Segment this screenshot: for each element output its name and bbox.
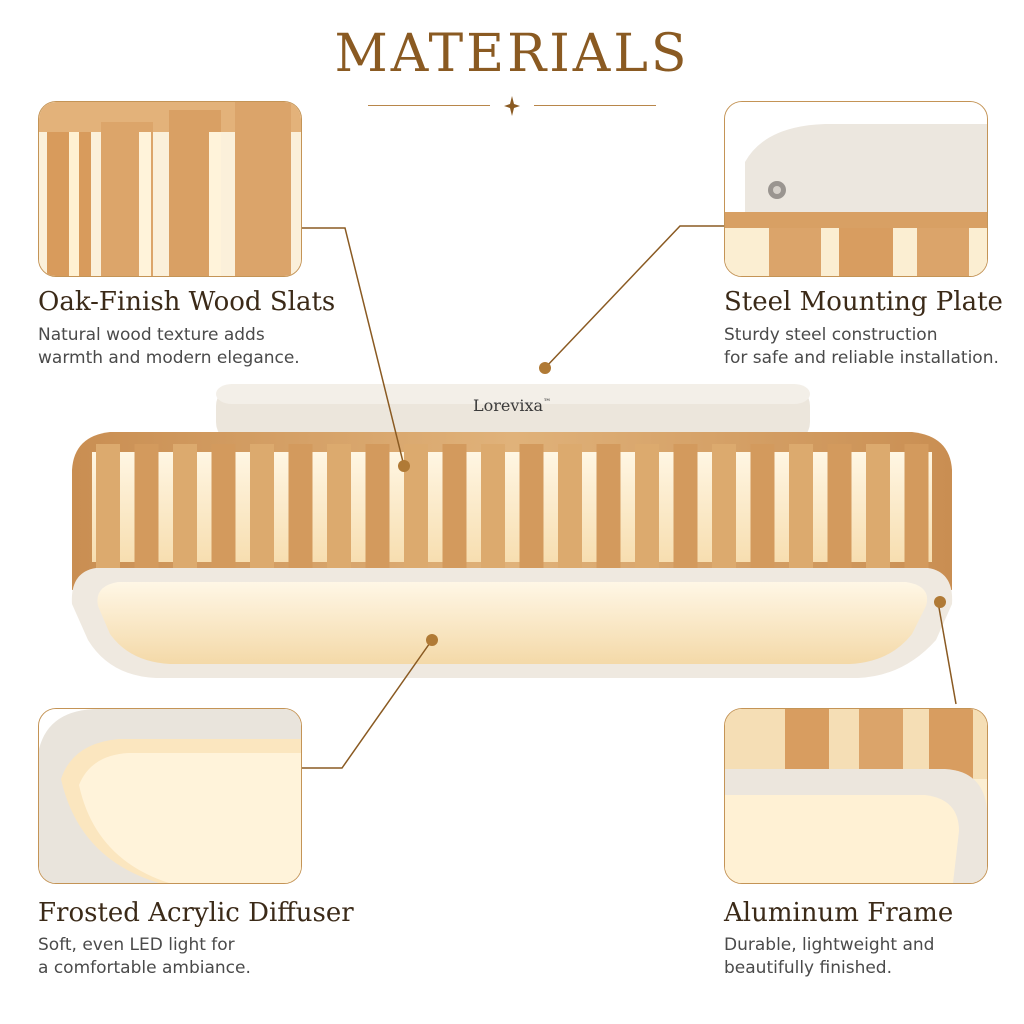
wood-slat [635, 444, 659, 570]
wood-slat [558, 444, 582, 570]
wood-slat [211, 444, 236, 570]
sparkle-icon [504, 96, 520, 116]
steel-plate-detail-icon [725, 102, 987, 276]
wood-slat [442, 444, 467, 570]
diffuser-desc-2: a comfortable ambiance. [38, 958, 251, 978]
wood-slat [712, 444, 736, 570]
frame-desc-2: beautifully finished. [724, 958, 892, 978]
diffuser-desc-1: Soft, even LED light for [38, 935, 235, 955]
wood-slat [173, 444, 197, 570]
wood-slats-zoom [38, 101, 302, 277]
wood-slats-detail-icon [39, 102, 301, 276]
page-title: MATERIALS [334, 24, 690, 84]
wood-slat [327, 444, 351, 570]
wood-slat [250, 444, 274, 570]
wood-slat [404, 444, 428, 570]
frame-desc-1: Durable, lightweight and [724, 935, 935, 955]
wood-slat [789, 444, 813, 570]
wood-slat [134, 444, 159, 570]
steel-plate-zoom [724, 101, 988, 277]
brand-label: Lorevixa™ [472, 396, 552, 415]
wood-slat [673, 444, 698, 570]
wood-slats-desc-1: Natural wood texture adds [38, 325, 265, 345]
wood-slat [288, 444, 313, 570]
wood-slat [866, 444, 890, 570]
wood-slats-desc-2: warmth and modern elegance. [38, 348, 300, 368]
diffuser-detail-icon [39, 709, 301, 883]
diffuser-zoom [38, 708, 302, 884]
wood-slat [481, 444, 505, 570]
wood-slats-title: Oak-Finish Wood Slats [38, 287, 336, 317]
wood-slat [750, 444, 775, 570]
wood-slat [519, 444, 544, 570]
wood-slat [827, 444, 852, 570]
steel-plate-desc-1: Sturdy steel construction [724, 325, 938, 345]
wood-slat [596, 444, 621, 570]
steel-plate-desc-2: for safe and reliable installation. [724, 348, 999, 368]
wood-slat [904, 444, 929, 570]
steel-plate-title: Steel Mounting Plate [724, 287, 1003, 317]
wood-slats [96, 444, 929, 570]
wood-slat [365, 444, 390, 570]
frame-detail-icon [725, 709, 987, 883]
diffuser-title: Frosted Acrylic Diffuser [38, 898, 354, 928]
frame-title: Aluminum Frame [724, 898, 954, 928]
frame-zoom [724, 708, 988, 884]
wood-slat [96, 444, 120, 570]
title-divider [368, 96, 656, 116]
